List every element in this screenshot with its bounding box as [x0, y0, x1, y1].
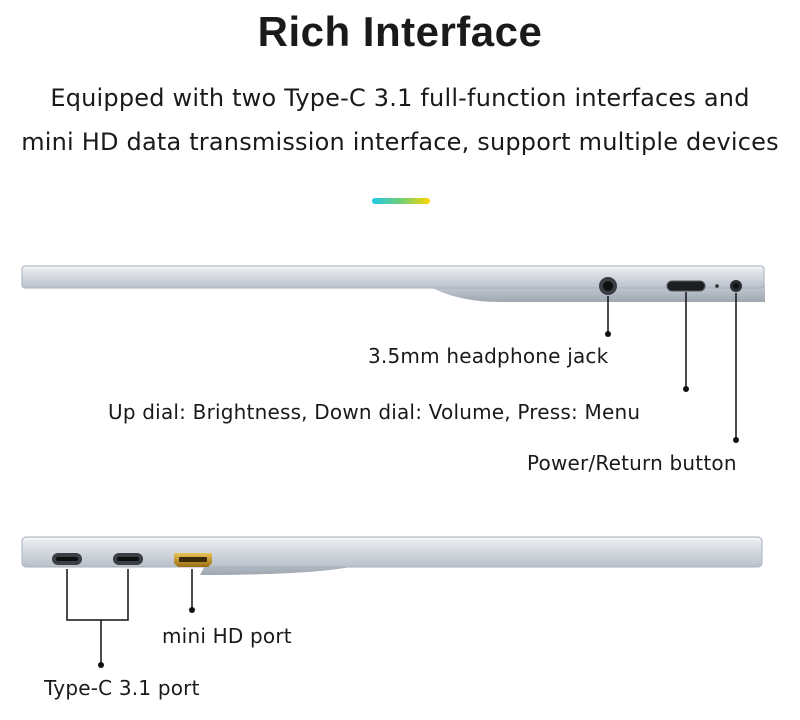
indicator-led-icon — [715, 284, 719, 288]
subtitle-line-2: mini HD data transmission interface, sup… — [21, 128, 779, 156]
dial-label: Up dial: Brightness, Down dial: Volume, … — [108, 400, 641, 424]
typec-bracket — [66, 569, 129, 621]
bottom-edge-view — [21, 536, 763, 668]
headphone-jack-icon — [599, 277, 617, 295]
top-edge-body — [21, 265, 765, 289]
type-c-port-2-icon — [113, 553, 143, 565]
headphone-callout-dot — [605, 331, 611, 337]
dial-slot-icon — [666, 280, 706, 292]
headphone-jack-label: 3.5mm headphone jack — [368, 344, 609, 368]
subtitle-line-1: Equipped with two Type-C 3.1 full-functi… — [50, 84, 750, 112]
typec-callout-dot — [98, 662, 104, 668]
power-callout-dot — [733, 437, 739, 443]
type-c-port-label: Type-C 3.1 port — [44, 676, 200, 700]
accent-divider — [372, 198, 430, 204]
mini-hd-callout-dot — [189, 607, 195, 613]
top-edge-view — [21, 265, 765, 443]
power-button-icon — [730, 280, 742, 292]
mini-hd-port-icon — [174, 553, 212, 567]
dial-callout-dot — [683, 386, 689, 392]
mini-hd-port-label: mini HD port — [162, 624, 292, 648]
page-title: Rich Interface — [257, 8, 543, 55]
power-button-label: Power/Return button — [527, 451, 737, 475]
type-c-port-1-icon — [52, 553, 82, 565]
